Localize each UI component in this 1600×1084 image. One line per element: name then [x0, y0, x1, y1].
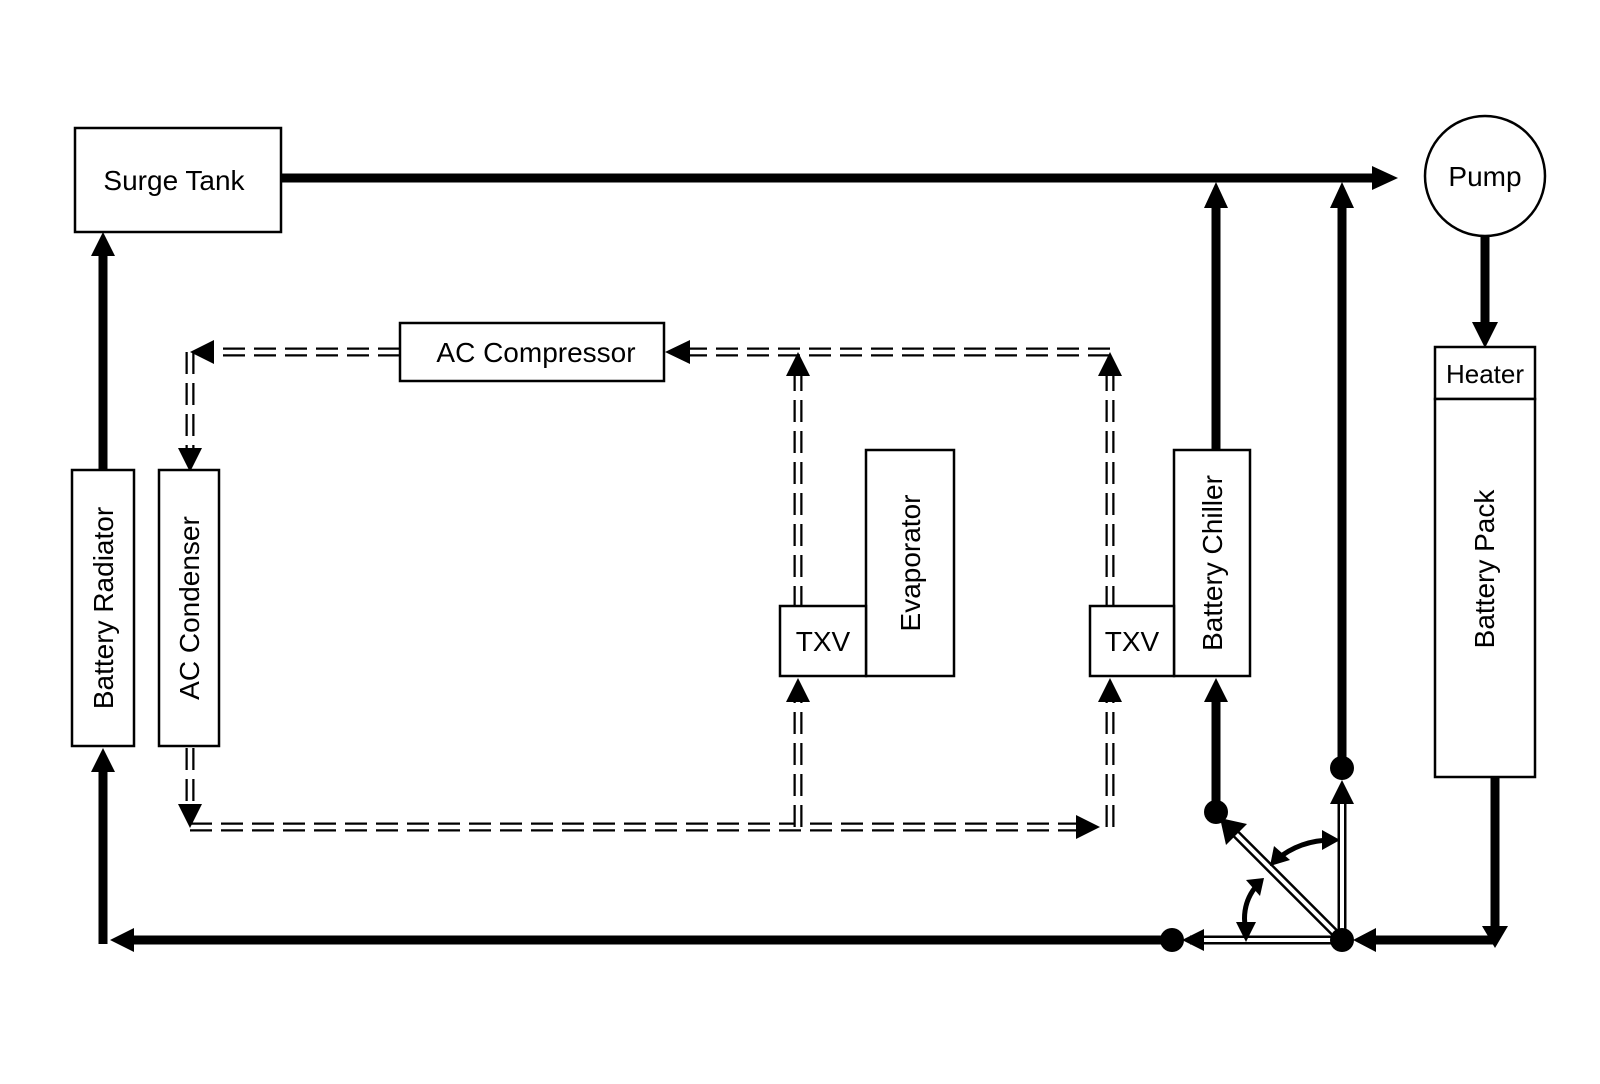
pump-label: Pump	[1448, 161, 1521, 192]
arrow-valve-diagonal	[1220, 818, 1247, 845]
valve-node-bypass	[1330, 756, 1354, 780]
surge-tank: Surge Tank	[73, 126, 283, 234]
battery-pack-box	[1433, 397, 1537, 779]
arrow-valve-up	[1330, 780, 1354, 804]
heater-label: Heater	[1446, 359, 1524, 389]
txv-chiller-box	[1088, 604, 1176, 678]
coolant-valve	[1160, 756, 1354, 952]
refrigerant-loop	[185, 347, 1115, 832]
arrow-into-radiator	[91, 748, 115, 772]
battery-pack-label: Battery Pack	[1469, 489, 1500, 649]
evaporator-assembly: Evaporator TXV	[778, 448, 956, 678]
ac-condenser-label: AC Condenser	[174, 516, 205, 700]
txv-evaporator-box	[778, 604, 868, 678]
arrow-ref-condenser-down	[178, 804, 202, 828]
txv-evaporator-label: TXV	[796, 626, 851, 657]
arrow-into-chiller	[1204, 678, 1228, 702]
refrigerant-arrows	[178, 340, 1122, 839]
valve-node-chiller	[1204, 800, 1228, 824]
battery-pack-assembly: Heater Battery Pack	[1433, 345, 1537, 779]
arrow-pack-down	[1482, 926, 1508, 948]
coolant-arrows	[91, 166, 1508, 952]
valve-node-center	[1330, 928, 1354, 952]
arrow-chiller-up	[1204, 182, 1228, 208]
arrow-ref-into-chiller-loop	[1076, 815, 1100, 839]
arrow-ref-to-condenser-left	[190, 340, 214, 364]
pump: Pump	[1423, 114, 1547, 238]
coolant-loop	[98, 173, 1500, 945]
arrow-bypass-up	[1330, 182, 1354, 208]
battery-radiator-label: Battery Radiator	[88, 507, 119, 709]
arrow-valve-to-bottom	[1182, 929, 1204, 951]
evaporator-box	[864, 448, 956, 678]
arrow-bottom-to-left	[110, 928, 134, 952]
evaporator-label: Evaporator	[895, 495, 926, 632]
battery-radiator: Battery Radiator	[70, 468, 136, 748]
arrow-ref-chiller-up	[1098, 352, 1122, 376]
arrow-ref-into-txv-chiller	[1098, 678, 1122, 702]
ac-compressor-label: AC Compressor	[436, 337, 635, 368]
surge-tank-label: Surge Tank	[103, 165, 245, 196]
ac-compressor: AC Compressor	[398, 321, 666, 383]
battery-chiller-label: Battery Chiller	[1197, 475, 1228, 651]
arrow-pack-to-valve	[1353, 928, 1376, 952]
arrow-ref-into-txv-evaporator	[786, 678, 810, 702]
battery-chiller-assembly: Battery Chiller TXV	[1088, 448, 1252, 678]
arrow-into-surge-tank	[91, 232, 115, 256]
ac-condenser: AC Condenser	[157, 468, 221, 748]
arrow-into-pump	[1372, 166, 1398, 190]
txv-chiller-label: TXV	[1105, 626, 1160, 657]
arrow-ref-into-condenser	[178, 448, 202, 472]
arrow-into-heater	[1472, 322, 1498, 348]
arrow-ref-into-compressor	[665, 340, 690, 364]
battery-chiller-box	[1172, 448, 1252, 678]
valve-node-bottom	[1160, 928, 1184, 952]
arrow-ref-evaporator-up	[786, 352, 810, 376]
